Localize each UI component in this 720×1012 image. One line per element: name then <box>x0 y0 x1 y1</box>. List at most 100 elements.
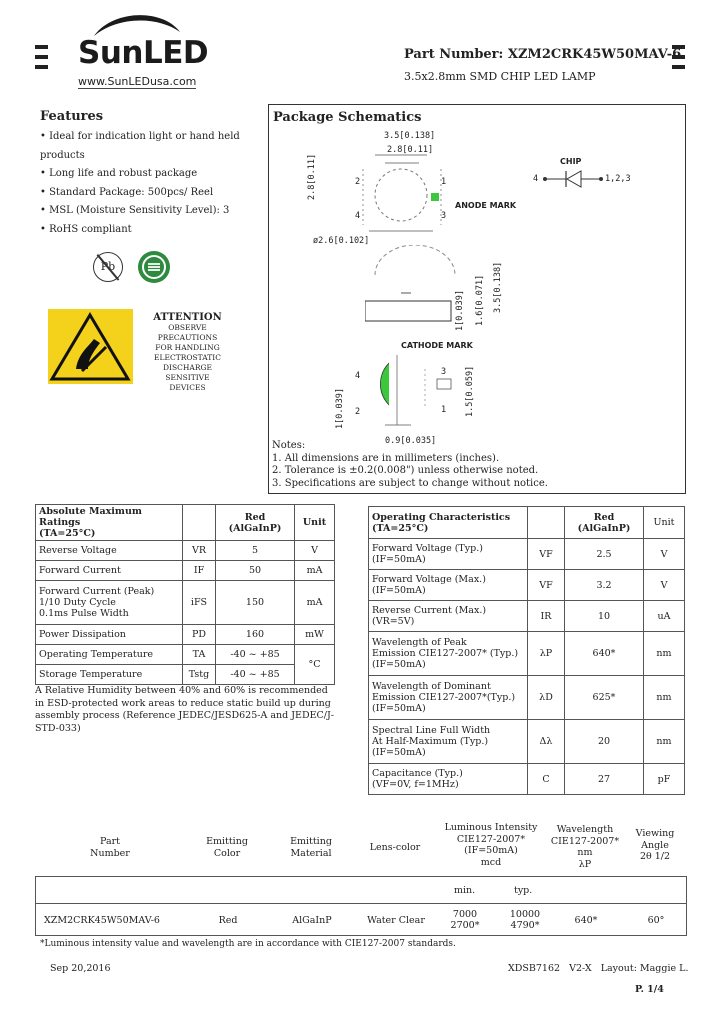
header-rule <box>78 88 196 89</box>
lens-cell: Water Clear <box>367 915 425 926</box>
dim-label: ø2.6[0.102] <box>313 236 370 246</box>
typ-subheader: typ. <box>514 885 533 896</box>
product-subtitle: 3.5x2.8mm SMD CHIP LED LAMP <box>404 70 596 83</box>
feature-item: • Standard Package: 500pcs/ Reel <box>40 186 214 198</box>
angle-cell: 60° <box>647 915 665 926</box>
row-divider <box>36 903 686 904</box>
cathode-mark-label: CATHODE MARK <box>401 341 473 350</box>
dim-label: 2.8[0.11] <box>307 153 317 200</box>
attention-block: ATTENTION OBSERVE PRECAUTIONS FOR HANDLI… <box>140 312 235 393</box>
right-bars-decoration <box>672 45 685 75</box>
chip-pin-right: 1,2,3 <box>605 174 631 184</box>
schematics-heading: Package Schematics <box>273 110 422 125</box>
attention-line: DISCHARGE <box>163 363 212 372</box>
note-item: 1. All dimensions are in millimeters (in… <box>272 452 500 464</box>
left-bars-decoration <box>35 45 48 75</box>
pin-label: 1 <box>441 405 447 415</box>
note-item: 2. Tolerance is ±0.2(0.008") unless othe… <box>272 465 539 476</box>
humidity-footnote: A Relative Humidity between 40% and 60% … <box>35 685 334 734</box>
pin-label: 3 <box>441 211 447 221</box>
color-cell: Red <box>218 915 238 926</box>
feature-item: • Ideal for indication light or hand hel… <box>40 131 240 161</box>
top-view-drawing <box>362 154 442 232</box>
attention-line: DEVICES <box>169 383 206 392</box>
attention-title: ATTENTION <box>153 312 222 323</box>
wavelength-cell: 640* <box>574 915 598 926</box>
attention-line: FOR HANDLING <box>155 343 220 352</box>
pin-label: 4 <box>355 211 361 221</box>
notes-title: Notes: <box>272 440 306 451</box>
chip-pin-left: 4 <box>533 174 539 184</box>
schematic-notes: Notes: 1. All dimensions are in millimet… <box>272 440 682 490</box>
page-number: P. 1/4 <box>635 984 664 995</box>
website-link[interactable]: www.SunLEDusa.com <box>78 75 197 88</box>
attention-line: ELECTROSTATIC <box>154 353 221 362</box>
esd-warning-icon <box>48 309 133 384</box>
dim-label: 1.5[0.059] <box>465 365 475 417</box>
pin-label: 4 <box>355 371 361 381</box>
pin-label: 1 <box>441 177 447 187</box>
chip-label: CHIP <box>560 157 582 166</box>
feature-item: • RoHS compliant <box>40 223 132 235</box>
features-list: • Ideal for indication light or hand hel… <box>40 128 260 239</box>
feature-item: • MSL (Moisture Sensitivity Level): 3 <box>40 205 230 216</box>
rohs-compliant-icon <box>138 251 170 283</box>
dim-label: 0.9[0.035] <box>385 436 437 446</box>
dim-label: 1[0.039] <box>335 388 345 429</box>
footer-doc-info: XDSB7162 V2-X Layout: Maggie L. <box>508 963 689 974</box>
note-item: 3. Specifications are subject to change … <box>272 477 548 489</box>
material-cell: AlGaInP <box>292 915 332 926</box>
features-heading: Features <box>40 109 104 124</box>
pb-free-icon: Pb <box>93 252 123 282</box>
footer-date: Sep 20,2016 <box>50 963 111 974</box>
min-subheader: min. <box>454 885 476 896</box>
feature-item: • Long life and robust package <box>40 168 198 179</box>
bottom-view-drawing <box>380 355 452 426</box>
luminous-footnote: *Luminous intensity value and wavelength… <box>40 939 456 949</box>
operating-characteristics-table: Operating Characteristics(TA=25°C) Red(A… <box>368 506 685 795</box>
side-view-drawing <box>365 245 456 322</box>
company-logo: SunLED <box>78 35 209 71</box>
anode-mark-indicator <box>431 193 439 201</box>
dim-label: 1.6[0.071] <box>475 274 485 326</box>
absolute-max-ratings-table: Absolute Maximum Ratings(TA=25°C) Red(Al… <box>35 504 335 685</box>
attention-line: SENSITIVE <box>165 373 210 382</box>
anode-mark-label: ANODE MARK <box>455 201 517 210</box>
dim-label: 1[0.039] <box>455 290 465 331</box>
pin-label: 3 <box>441 367 447 377</box>
part-number-cell: XZM2CRK45W50MAV-6 <box>44 915 160 926</box>
dim-label: 3.5[0.138] <box>493 261 503 313</box>
attention-line: OBSERVE PRECAUTIONS <box>157 323 218 342</box>
diode-symbol-icon <box>543 170 603 188</box>
dim-label: 3.5[0.138] <box>384 131 436 141</box>
logo-swoosh-icon <box>94 15 180 36</box>
pin-label: 2 <box>355 177 361 187</box>
package-schematics-panel: Package Schematics 3.5[0.138] 2.8[0.11] … <box>268 104 686 494</box>
dim-label: 2.8[0.11] <box>387 145 434 155</box>
part-number-title: Part Number: XZM2CRK45W50MAV-6 <box>404 47 682 62</box>
selection-guide-table: min. typ. XZM2CRK45W50MAV-6 Red AlGaInP … <box>35 876 687 936</box>
col-lens-header: Lens-color <box>369 842 421 853</box>
